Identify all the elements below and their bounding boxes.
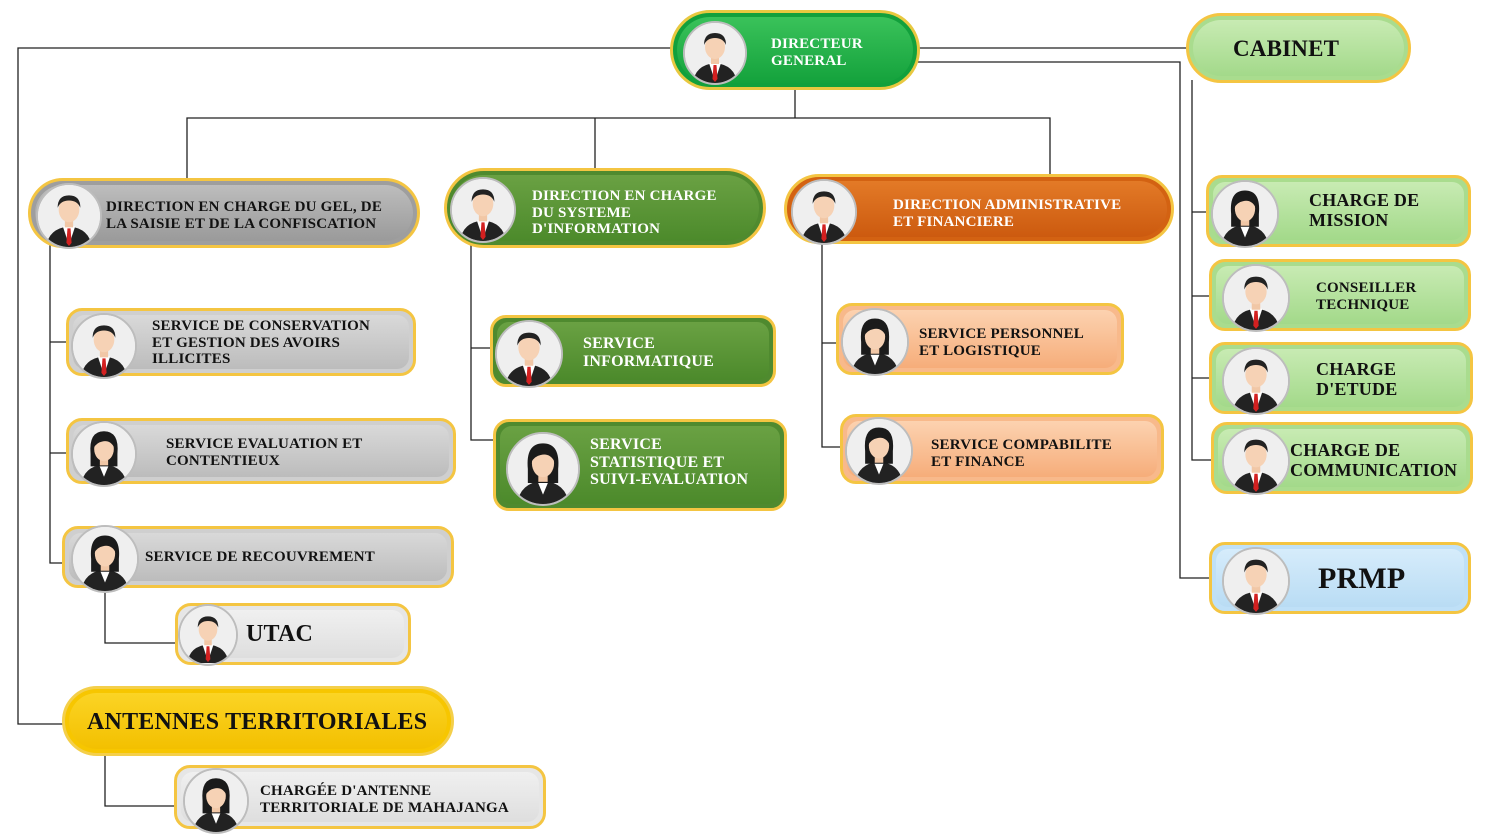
node-label: UTAC <box>246 621 314 647</box>
node-service-evaluation: SERVICE EVALUATION ET CONTENTIEUX <box>66 418 456 487</box>
node-label: ANTENNES TERRITORIALES <box>87 709 428 735</box>
node-charge-mission: CHARGE DE MISSION <box>1206 175 1471 248</box>
node-label: DIRECTION ADMINISTRATIVE ET FINANCIERE <box>893 197 1122 230</box>
node-label: SERVICE PERSONNEL ET LOGISTIQUE <box>919 326 1084 359</box>
node-service-personnel: SERVICE PERSONNEL ET LOGISTIQUE <box>836 303 1124 376</box>
node-label: SERVICE COMPABILITE ET FINANCE <box>931 437 1112 470</box>
male-avatar-icon <box>36 183 102 249</box>
node-label: CHARGE DE MISSION <box>1309 190 1420 230</box>
male-avatar-icon <box>1222 427 1290 495</box>
node-label: CABINET <box>1233 36 1340 61</box>
node-antennes-territoriales: ANTENNES TERRITORIALES <box>62 686 454 756</box>
female-avatar-icon <box>1211 180 1279 248</box>
node-label: DIRECTION EN CHARGE DU SYSTEME D'INFORMA… <box>532 188 717 237</box>
node-conseiller-technique: CONSEILLER TECHNIQUE <box>1209 259 1471 332</box>
male-avatar-icon <box>1222 264 1290 332</box>
male-avatar-icon <box>791 179 857 245</box>
node-label: SERVICE DE CONSERVATION ET GESTION DES A… <box>152 318 371 367</box>
node-service-informatique: SERVICE INFORMATIQUE <box>490 315 776 388</box>
node-label: SERVICE INFORMATIQUE <box>583 335 714 370</box>
node-label: PRMP <box>1318 562 1406 595</box>
female-avatar-icon <box>71 525 139 593</box>
node-directeur-general: DIRECTEUR GENERAL <box>670 10 920 90</box>
male-avatar-icon <box>495 320 563 388</box>
node-label: DIRECTEUR GENERAL <box>771 36 863 69</box>
female-avatar-icon <box>71 421 137 487</box>
female-avatar-icon <box>183 768 249 834</box>
node-direction-si: DIRECTION EN CHARGE DU SYSTEME D'INFORMA… <box>444 168 766 248</box>
node-cabinet: CABINET <box>1186 13 1411 83</box>
node-label: SERVICE DE RECOUVREMENT <box>145 549 375 565</box>
node-label: CHARGE D'ETUDE <box>1316 359 1398 399</box>
node-antenne-mahajanga: CHARGÉE D'ANTENNE TERRITORIALE DE MAHAJA… <box>174 765 546 834</box>
node-direction-gel: DIRECTION EN CHARGE DU GEL, DE LA SAISIE… <box>28 178 420 249</box>
node-service-compta: SERVICE COMPABILITE ET FINANCE <box>840 414 1164 485</box>
node-prmp: PRMP <box>1209 542 1471 615</box>
female-avatar-icon <box>841 308 909 376</box>
node-service-recouvrement: SERVICE DE RECOUVREMENT <box>62 525 454 593</box>
male-avatar-icon <box>1222 547 1290 615</box>
node-label: CHARGÉE D'ANTENNE TERRITORIALE DE MAHAJA… <box>260 783 509 816</box>
male-avatar-icon <box>450 177 516 243</box>
node-utac: UTAC <box>175 603 411 666</box>
node-label: SERVICE STATISTIQUE ET SUIVI-EVALUATION <box>590 436 749 489</box>
node-daf: DIRECTION ADMINISTRATIVE ET FINANCIERE <box>784 174 1174 245</box>
female-avatar-icon <box>506 432 580 506</box>
node-service-conservation: SERVICE DE CONSERVATION ET GESTION DES A… <box>66 308 416 379</box>
node-label: SERVICE EVALUATION ET CONTENTIEUX <box>166 436 363 469</box>
male-avatar-icon <box>683 21 747 85</box>
node-charge-communication: CHARGE DE COMMUNICATION <box>1211 422 1473 495</box>
node-label: CONSEILLER TECHNIQUE <box>1316 280 1417 313</box>
male-avatar-icon <box>71 313 137 379</box>
male-avatar-icon <box>1222 347 1290 415</box>
female-avatar-icon <box>845 417 913 485</box>
node-service-statistique: SERVICE STATISTIQUE ET SUIVI-EVALUATION <box>493 419 787 511</box>
male-avatar-icon <box>178 604 238 666</box>
node-label: CHARGE DE COMMUNICATION <box>1290 440 1458 480</box>
node-label: DIRECTION EN CHARGE DU GEL, DE LA SAISIE… <box>106 199 383 232</box>
node-charge-etude: CHARGE D'ETUDE <box>1209 342 1473 415</box>
